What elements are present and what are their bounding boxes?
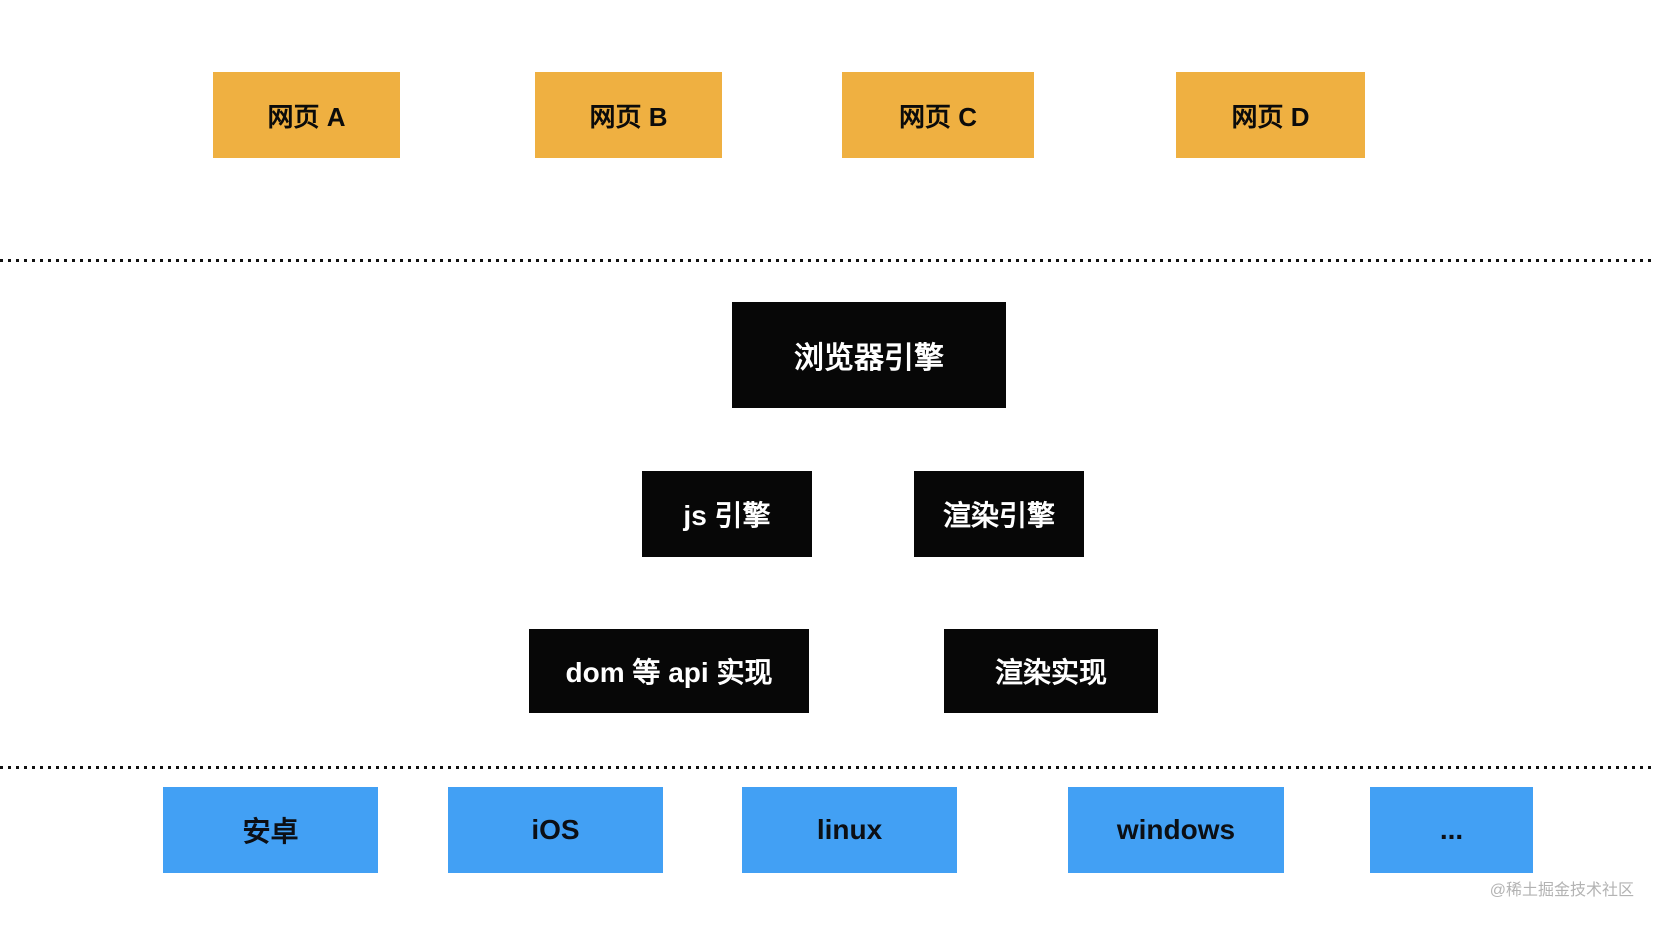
webpage-b-box: 网页 B (535, 72, 722, 158)
webpage-d-box: 网页 D (1176, 72, 1365, 158)
platform-ios-box: iOS (448, 787, 663, 873)
platform-windows-box: windows (1068, 787, 1284, 873)
render-engine-box: 渲染引擎 (914, 471, 1084, 557)
separator-dotted-top (0, 259, 1656, 262)
webpage-c-box: 网页 C (842, 72, 1034, 158)
platform-linux-box: linux (742, 787, 957, 873)
webpage-a-box: 网页 A (213, 72, 400, 158)
browser-engine-box: 浏览器引擎 (732, 302, 1006, 408)
render-implementation-box: 渲染实现 (944, 629, 1158, 713)
platform-android-box: 安卓 (163, 787, 378, 873)
js-engine-box: js 引擎 (642, 471, 812, 557)
platform-other-box: ... (1370, 787, 1533, 873)
watermark-text: @稀土掘金技术社区 (1489, 882, 1634, 899)
separator-dotted-bottom (0, 766, 1656, 769)
dom-api-implementation-box: dom 等 api 实现 (529, 629, 809, 713)
